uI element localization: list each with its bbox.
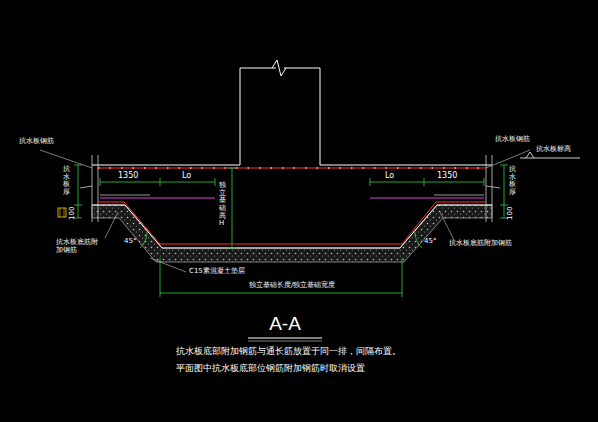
thickness-label: 抗水板厚	[509, 166, 516, 197]
rebar-label: 抗水板底筋附加钢筋	[56, 239, 100, 254]
dimension-text: Lo	[384, 172, 395, 181]
rebar-label: 抗水板钢筋	[494, 136, 531, 144]
cushion-label: C15素混凝土垫层	[188, 268, 246, 276]
dimension-text: 100	[69, 207, 77, 220]
elevation-label: 抗水板标高	[536, 146, 571, 154]
angle-text: 45°	[124, 238, 136, 246]
note-text: 抗水板底部附加钢筋与通长筋放置于同一排，间隔布置。	[176, 347, 401, 357]
height-label: 独立基础高H	[219, 182, 226, 228]
dimension-text: 100	[507, 207, 515, 220]
dimension-text: Lo	[181, 172, 192, 181]
rebar-label: 抗水板底筋附加钢筋	[448, 240, 513, 248]
note-text: 平面图中抗水板底部位钢筋附加钢筋时取消设置	[176, 364, 365, 374]
dimension-text: 1350	[117, 172, 139, 181]
angle-text: 45°	[424, 238, 436, 246]
dimension-text: 1350	[436, 172, 458, 181]
dimension-text: 独立基础长度/独立基础宽度	[248, 282, 336, 290]
section-title: A-A	[269, 313, 301, 335]
rebar-label: 抗水板钢筋	[18, 138, 55, 146]
thickness-label: 抗水板厚	[63, 166, 70, 197]
